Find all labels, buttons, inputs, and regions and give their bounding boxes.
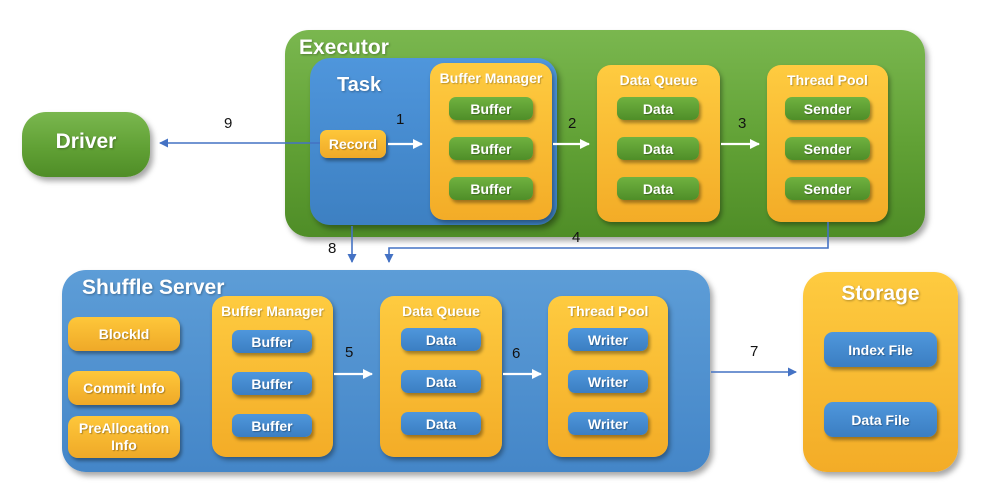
shuffle-server-node: Shuffle Server BlockId Commit Info PreAl… (62, 270, 710, 472)
executor-data-queue: Data Queue Data Data Data (597, 65, 720, 222)
task-title: Task (337, 74, 382, 96)
index-file-node: Index File (824, 332, 937, 367)
shuffle-data-queue-title: Data Queue (402, 303, 480, 319)
buffer-node: Buffer (232, 330, 312, 353)
buffer-node: Buffer (449, 177, 533, 200)
blockid-node: BlockId (68, 317, 180, 351)
arrow-label-4: 4 (572, 229, 581, 246)
data-node: Data (617, 97, 699, 120)
executor-data-queue-title: Data Queue (619, 72, 698, 88)
data-file-node: Data File (824, 402, 937, 437)
preallocation-info-node: PreAllocation Info (68, 416, 180, 458)
shuffle-thread-pool-title: Thread Pool (567, 303, 649, 319)
executor-buffer-manager: Buffer Manager Buffer Buffer Buffer (430, 63, 552, 220)
buffer-node: Buffer (449, 97, 533, 120)
data-node: Data (401, 412, 481, 435)
sender-node: Sender (785, 97, 870, 120)
arrow-label-2: 2 (568, 115, 577, 132)
driver-node: Driver (22, 112, 150, 177)
executor-buffer-manager-title: Buffer Manager (439, 70, 543, 86)
shuffle-data-queue: Data Queue Data Data Data (380, 296, 502, 457)
executor-node: Executor Task Record Buffer Manager Buff… (285, 30, 925, 237)
arrow-label-6: 6 (512, 345, 521, 362)
writer-node: Writer (568, 412, 648, 435)
arrow-label-9: 9 (224, 115, 233, 132)
writer-node: Writer (568, 370, 648, 393)
record-node: Record (320, 130, 386, 158)
buffer-node: Buffer (449, 137, 533, 160)
shuffle-thread-pool: Thread Pool Writer Writer Writer (548, 296, 668, 457)
executor-title: Executor (299, 36, 389, 59)
arrow-label-3: 3 (738, 115, 747, 132)
sender-node: Sender (785, 137, 870, 160)
driver-title: Driver (55, 130, 117, 153)
sender-node: Sender (785, 177, 870, 200)
arrow-label-5: 5 (345, 344, 354, 361)
arrow-label-7: 7 (750, 343, 759, 360)
buffer-node: Buffer (232, 414, 312, 437)
data-node: Data (401, 370, 481, 393)
shuffle-buffer-manager: Buffer Manager Buffer Buffer Buffer (212, 296, 333, 457)
commit-info-node: Commit Info (68, 371, 180, 405)
executor-thread-pool: Thread Pool Sender Sender Sender (767, 65, 888, 222)
data-node: Data (617, 137, 699, 160)
data-node: Data (617, 177, 699, 200)
buffer-node: Buffer (232, 372, 312, 395)
shuffle-server-title: Shuffle Server (82, 276, 225, 299)
data-node: Data (401, 328, 481, 351)
arrow-label-1: 1 (396, 111, 405, 128)
executor-thread-pool-title: Thread Pool (787, 72, 868, 88)
writer-node: Writer (568, 328, 648, 351)
arrow-label-8: 8 (328, 240, 337, 257)
shuffle-buffer-manager-title: Buffer Manager (221, 303, 324, 319)
storage-node: Storage Index File Data File (803, 272, 958, 472)
storage-title: Storage (841, 282, 920, 305)
